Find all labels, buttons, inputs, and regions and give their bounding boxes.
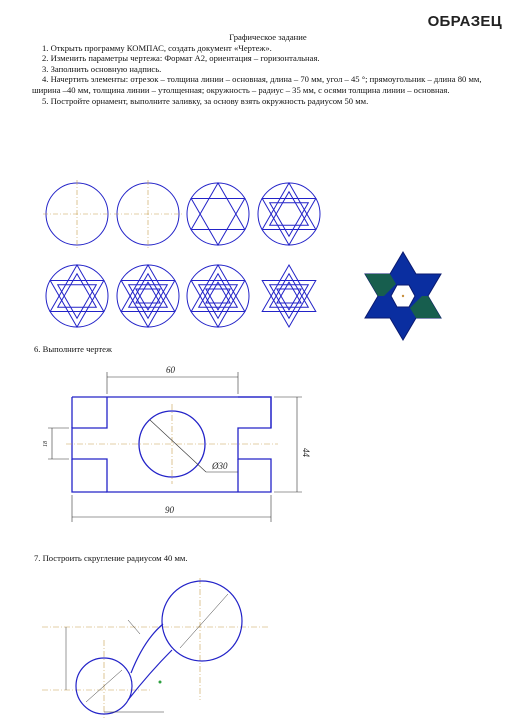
ornament-core-triangle xyxy=(135,281,161,304)
ornament-triangle xyxy=(49,280,105,329)
ornament-triangle xyxy=(120,263,176,312)
assignment-item-5: 5. Постройте орнамент, выполните заливку… xyxy=(42,95,369,106)
ornament-core-triangle xyxy=(205,288,231,311)
ornament-inner-triangle xyxy=(268,284,310,320)
ornament-triangle xyxy=(190,280,246,329)
dim-44: 44 xyxy=(301,448,311,458)
assignment-text: Графическое задание 1. Открыть программу… xyxy=(32,32,484,106)
ornament-core-triangle xyxy=(135,288,161,311)
assignment-item-2: 2. Изменить параметры чертежа: Формат А2… xyxy=(42,53,320,64)
ornament-inner-triangle xyxy=(197,284,239,320)
assignment-item-3: 3. Заполнить основную надпись. xyxy=(42,63,162,74)
ornament-triangle xyxy=(49,263,105,312)
dim-diameter: Ø30 xyxy=(211,461,228,471)
task7-caption: 7. Построить скругление радиусом 40 мм. xyxy=(34,553,188,563)
ornament-inner-triangle xyxy=(268,190,310,226)
ornament-core-triangle xyxy=(276,281,302,304)
assignment-item-4: 4. Начертить элементы: отрезок – толщина… xyxy=(32,74,482,95)
dim-60: 60 xyxy=(166,365,176,375)
ornament-triangle xyxy=(261,263,317,312)
ornament-core-triangle xyxy=(205,281,231,304)
ornament-triangle xyxy=(261,181,317,230)
ornament-inner-triangle xyxy=(56,272,98,308)
ornament-inner-triangle xyxy=(268,272,310,308)
ornament-inner-triangle xyxy=(127,272,169,308)
ornament-triangle xyxy=(190,198,246,247)
assignment-item-1: 1. Открыть программу КОМПАС, создать док… xyxy=(42,42,272,53)
ornament-inner-triangle xyxy=(197,272,239,308)
ornament-triangle xyxy=(261,280,317,329)
ornament-triangle xyxy=(261,198,317,247)
dim-90: 90 xyxy=(165,505,175,515)
ornament-core-triangle xyxy=(276,288,302,311)
ornament-inner-triangle xyxy=(56,284,98,320)
ornament-inner-triangle xyxy=(127,284,169,320)
filled-star-ornament xyxy=(364,251,442,341)
ornament-triangle xyxy=(190,181,246,230)
dim-18: 18 xyxy=(43,441,49,447)
ornament-triangle xyxy=(120,280,176,329)
ornament-triangle xyxy=(190,263,246,312)
ornament-inner-triangle xyxy=(268,202,310,238)
task6-caption: 6. Выполните чертеж xyxy=(34,344,112,354)
sample-badge: ОБРАЗЕЦ xyxy=(427,13,502,30)
assignment-title: Графическое задание xyxy=(229,32,307,42)
